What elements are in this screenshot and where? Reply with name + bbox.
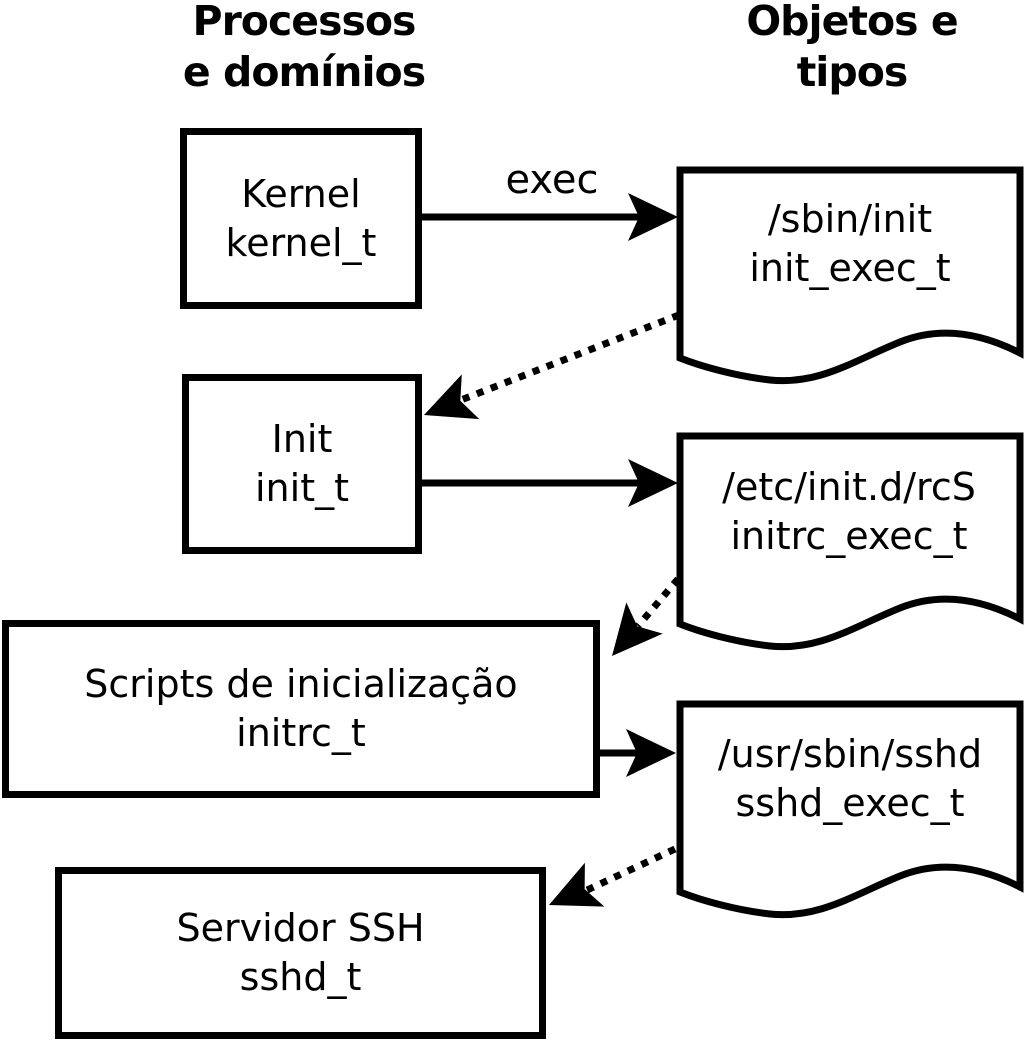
- column-header-objects-line2: tipos: [796, 48, 909, 96]
- transition-arrowhead-sshd-exec-to-sshd: [549, 862, 605, 907]
- process-box-sshd: Servidor SSH sshd_t: [55, 867, 546, 1039]
- document-label-init-exec-type: init_exec_t: [749, 246, 951, 290]
- process-box-init-name: Init: [271, 417, 333, 461]
- column-header-processes-line2: e domínios: [182, 48, 426, 96]
- process-box-init: Init init_t: [182, 374, 422, 554]
- process-box-sshd-domain: sshd_t: [239, 955, 362, 999]
- process-box-kernel-name: Kernel: [241, 171, 361, 216]
- column-header-objects-line1: Objetos e: [746, 0, 958, 45]
- exec-arrowhead-init-to-initrc-exec: [628, 459, 678, 507]
- column-header-objects: Objetos e tipos: [678, 0, 1024, 98]
- document-label-init-exec-path: /sbin/init: [767, 197, 933, 241]
- document-label-sshd-exec: /usr/sbin/sshd sshd_exec_t: [680, 730, 1020, 828]
- process-box-initrc: Scripts de inicialização initrc_t: [2, 620, 600, 798]
- process-box-initrc-name: Scripts de inicialização: [84, 662, 518, 706]
- document-label-init-exec: /sbin/init init_exec_t: [682, 195, 1018, 293]
- exec-arrow-label: exec: [505, 157, 599, 203]
- document-shape-initrc-exec: [676, 432, 1024, 651]
- document-label-initrc-exec: /etc/init.d/rcS initrc_exec_t: [680, 463, 1018, 561]
- document-label-initrc-exec-path: /etc/init.d/rcS: [722, 465, 976, 509]
- document-label-sshd-exec-type: sshd_exec_t: [735, 781, 965, 825]
- document-label-sshd-exec-path: /usr/sbin/sshd: [717, 732, 983, 776]
- document-shape-sshd-exec: [676, 700, 1024, 919]
- transition-arrow-sshd-exec-to-sshd: [583, 845, 677, 895]
- transition-arrowhead-init-exec-to-init: [424, 374, 480, 420]
- process-box-sshd-name: Servidor SSH: [176, 906, 425, 950]
- process-box-initrc-domain: initrc_t: [236, 711, 366, 755]
- transition-arrow-initrc-exec-to-initrc: [635, 576, 681, 629]
- transition-arrowhead-initrc-exec-to-initrc: [612, 602, 663, 656]
- column-header-processes: Processos e domínios: [128, 0, 480, 98]
- exec-arrowhead-kernel-to-init-exec: [628, 193, 678, 241]
- document-shape-init-exec: [676, 166, 1024, 385]
- column-header-processes-line1: Processos: [192, 0, 417, 45]
- process-box-kernel-domain: kernel_t: [225, 220, 377, 265]
- document-label-initrc-exec-type: initrc_exec_t: [730, 514, 968, 558]
- process-box-init-domain: init_t: [255, 466, 349, 510]
- exec-arrowhead-initrc-to-sshd-exec: [626, 729, 676, 777]
- transition-arrow-init-exec-to-init: [459, 311, 681, 404]
- process-box-kernel: Kernel kernel_t: [180, 128, 422, 309]
